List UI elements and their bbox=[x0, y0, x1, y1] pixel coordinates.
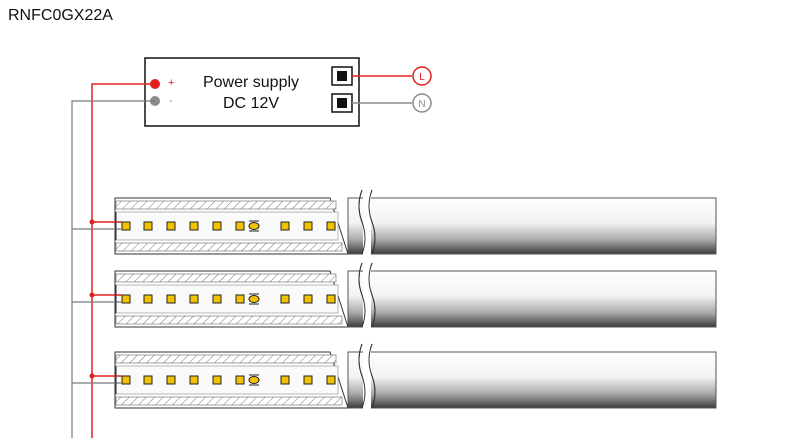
led-chip-icon bbox=[280, 294, 290, 304]
pcb-band bbox=[115, 365, 339, 395]
resistor-icon bbox=[248, 222, 260, 230]
led-strips bbox=[72, 189, 717, 414]
power-supply-label: Power supply bbox=[203, 74, 299, 91]
led-chip-icon bbox=[189, 221, 199, 231]
neutral-terminal-label: N bbox=[418, 99, 425, 110]
led-chip-icon bbox=[326, 375, 336, 385]
led-strip bbox=[72, 262, 717, 333]
led-chip-icon bbox=[166, 375, 176, 385]
led-chip-icon bbox=[121, 375, 131, 385]
led-chip-icon bbox=[326, 221, 336, 231]
led-chip-icon bbox=[189, 375, 199, 385]
junction-dot bbox=[89, 292, 95, 298]
pcb-band bbox=[115, 284, 339, 314]
led-chip-icon bbox=[121, 294, 131, 304]
negative-bus-wire bbox=[71, 100, 155, 438]
negative-symbol: - bbox=[169, 95, 173, 107]
led-chip-icon bbox=[326, 294, 336, 304]
led-strip bbox=[72, 189, 717, 260]
led-chip-icon bbox=[235, 294, 245, 304]
led-chip-icon bbox=[280, 375, 290, 385]
profile-layer bbox=[115, 315, 343, 325]
profile-layer bbox=[115, 242, 343, 252]
model-code: RNFC0GX22A bbox=[8, 7, 113, 24]
led-chip-icon bbox=[303, 294, 313, 304]
led-strip bbox=[72, 343, 717, 414]
live-terminal-icon bbox=[412, 66, 432, 86]
positive-symbol: + bbox=[168, 77, 174, 89]
led-chip-icon bbox=[166, 221, 176, 231]
power-supply-voltage: DC 12V bbox=[223, 95, 279, 112]
led-chip-icon bbox=[212, 375, 222, 385]
led-chip-icon bbox=[143, 221, 153, 231]
led-chip-icon bbox=[235, 375, 245, 385]
led-chip-icon bbox=[166, 294, 176, 304]
profile-layer bbox=[115, 354, 337, 364]
live-terminal-label: L bbox=[419, 72, 425, 83]
pcb-band bbox=[115, 211, 339, 241]
profile-layer bbox=[115, 273, 337, 283]
tube-body bbox=[347, 197, 717, 255]
led-chip-icon bbox=[212, 294, 222, 304]
tube-body bbox=[347, 351, 717, 409]
profile-layer bbox=[115, 200, 337, 210]
profile-layer bbox=[115, 396, 343, 406]
positive-bus-wire bbox=[91, 83, 155, 438]
led-chip-icon bbox=[212, 221, 222, 231]
led-chip-icon bbox=[143, 294, 153, 304]
junction-dot bbox=[89, 373, 95, 379]
led-chip-icon bbox=[143, 375, 153, 385]
resistor-icon bbox=[248, 295, 260, 303]
junction-dot bbox=[89, 219, 95, 225]
power-supply-box bbox=[144, 57, 360, 127]
led-chip-icon bbox=[303, 375, 313, 385]
led-chip-icon bbox=[280, 221, 290, 231]
tube-body bbox=[347, 270, 717, 328]
led-chip-icon bbox=[121, 221, 131, 231]
led-chip-icon bbox=[303, 221, 313, 231]
led-chip-icon bbox=[235, 221, 245, 231]
neutral-terminal-icon bbox=[412, 93, 432, 113]
led-chip-icon bbox=[189, 294, 199, 304]
resistor-icon bbox=[248, 376, 260, 384]
